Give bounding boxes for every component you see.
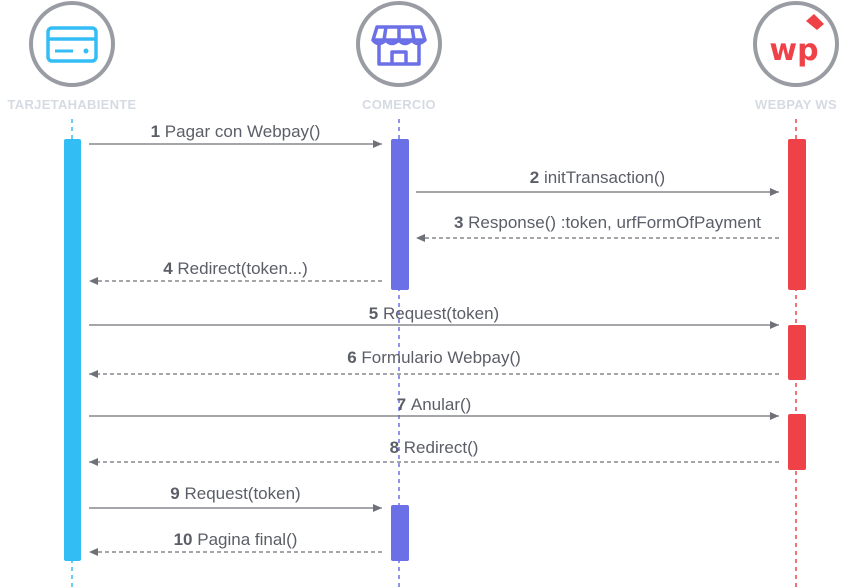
activation-bar-webpay-2 (788, 325, 806, 380)
webpay-logo-text: wp (769, 33, 818, 68)
actor-merchant: COMERCIO (356, 1, 442, 112)
message-number: 1 (151, 122, 165, 141)
message-text: Request(token) (184, 484, 300, 503)
message-label-9: 9 Request(token) (170, 484, 300, 503)
message-label-6: 6 Formulario Webpay() (347, 348, 521, 367)
message-number: 7 (397, 395, 411, 414)
activation-bar-merchant-1 (391, 139, 409, 290)
actor-label-webpay: WEBPAY WS (755, 97, 837, 112)
message-number: 10 (174, 530, 198, 549)
message-label-2: 2 initTransaction() (530, 168, 665, 187)
actor-cardholder: TARJETAHABIENTE (8, 1, 137, 112)
message-number: 3 (454, 213, 468, 232)
message-number: 8 (390, 438, 404, 457)
message-number: 4 (163, 259, 177, 278)
message-label-3: 3 Response() :token, urfFormOfPayment (454, 213, 761, 232)
message-number: 9 (170, 484, 184, 503)
message-text: Anular() (411, 395, 471, 414)
message-text: Pagina final() (197, 530, 297, 549)
activation-bar-cardholder (64, 139, 81, 561)
message-number: 6 (347, 348, 361, 367)
credit-card-icon (46, 26, 98, 63)
activation-bars (64, 139, 806, 561)
message-text: Pagar con Webpay() (165, 122, 321, 141)
activation-bar-webpay-3 (788, 414, 806, 470)
message-text: Response() :token, urfFormOfPayment (468, 213, 761, 232)
message-label-4: 4 Redirect(token...) (163, 259, 308, 278)
message-text: Redirect() (404, 438, 479, 457)
message-text: Request(token) (383, 304, 499, 323)
messages: 1 Pagar con Webpay() 2 initTransaction() 3… (89, 122, 779, 556)
message-label-5: 5 Request(token) (369, 304, 499, 323)
message-text: Redirect(token...) (177, 259, 307, 278)
webpay-logo-icon: wp (769, 14, 824, 68)
storefront-icon (371, 25, 427, 66)
message-label-7: 7 Anular() (397, 395, 472, 414)
actor-label-merchant: COMERCIO (362, 97, 436, 112)
message-text: initTransaction() (544, 168, 665, 187)
message-number: 2 (530, 168, 544, 187)
message-text: Formulario Webpay() (361, 348, 520, 367)
actor-label-cardholder: TARJETAHABIENTE (8, 97, 137, 112)
message-label-1: 1 Pagar con Webpay() (151, 122, 321, 141)
actor-webpay: wp WEBPAY WS (753, 1, 839, 112)
activation-bar-merchant-2 (391, 505, 409, 561)
message-number: 5 (369, 304, 383, 323)
message-label-10: 10 Pagina final() (174, 530, 298, 549)
activation-bar-webpay-1 (788, 139, 806, 290)
message-label-8: 8 Redirect() (390, 438, 479, 457)
